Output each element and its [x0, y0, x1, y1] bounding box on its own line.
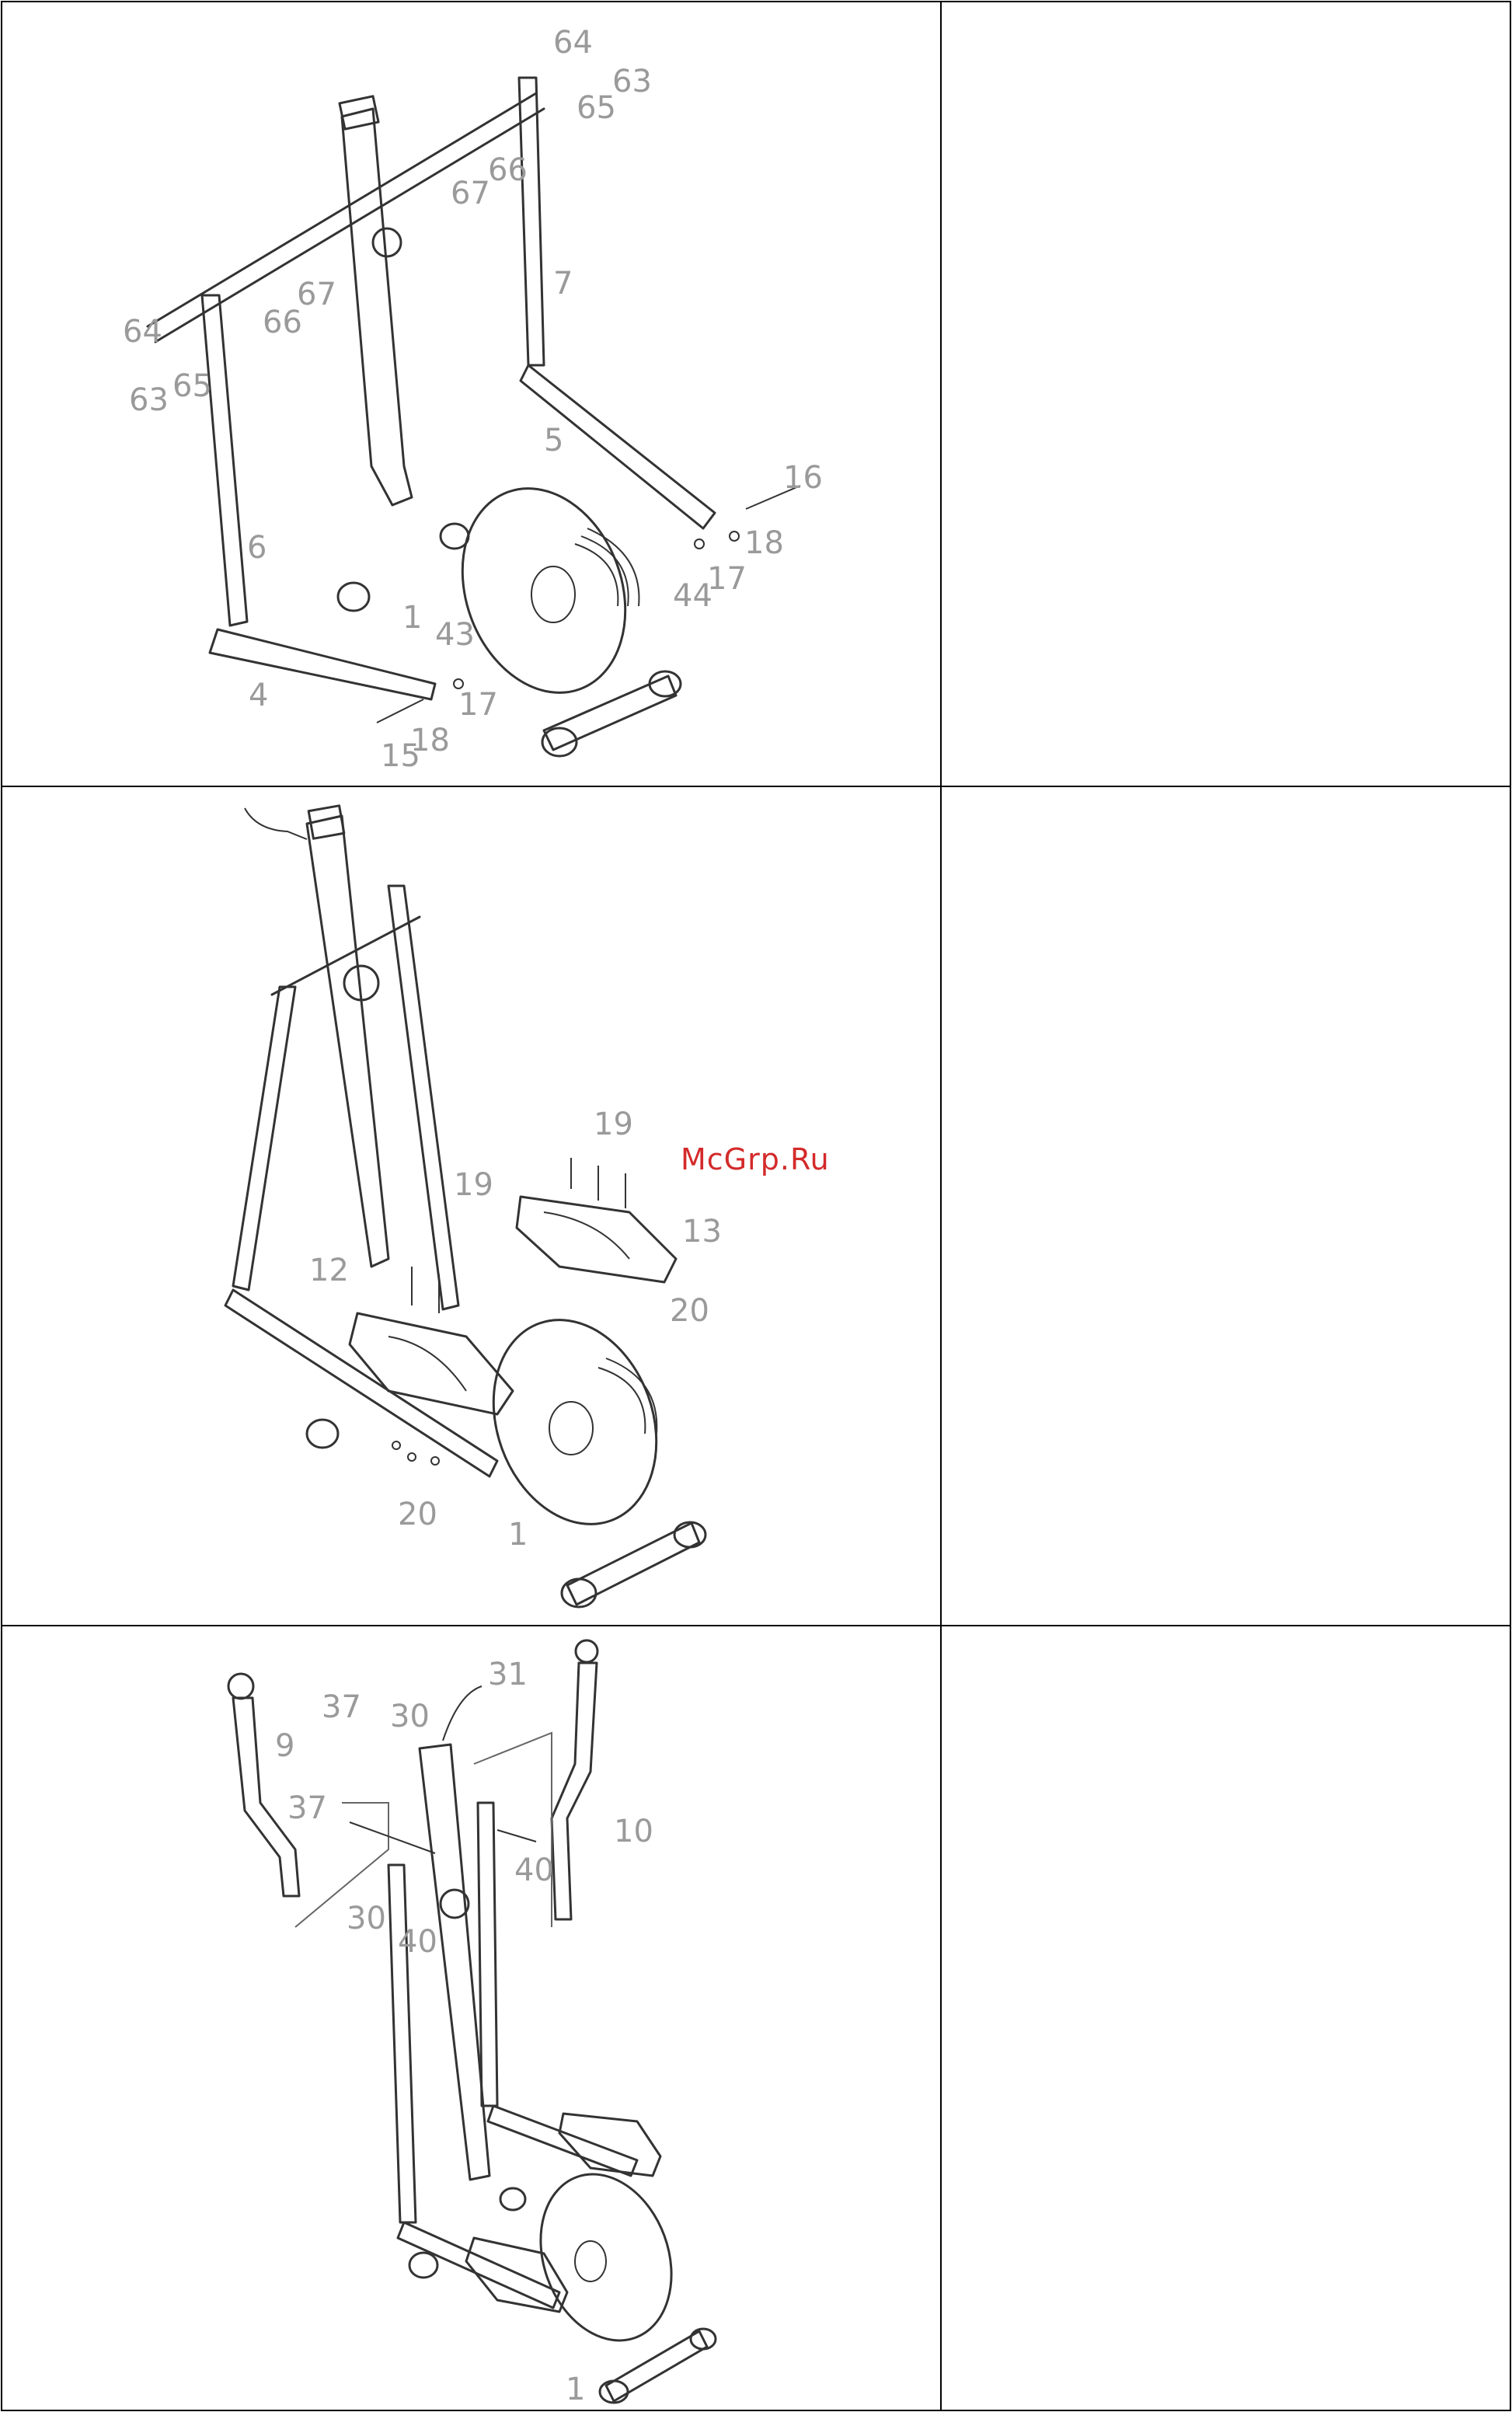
callout-label: 9 — [275, 1728, 294, 1764]
callout-label: 4 — [249, 678, 268, 713]
step-2-diagram — [225, 806, 705, 1607]
callout-label: 16 — [783, 460, 823, 496]
callout-label: 40 — [514, 1853, 554, 1888]
callout-label: 37 — [287, 1790, 327, 1826]
callout-label: 6 — [247, 530, 267, 566]
callout-label: 7 — [553, 266, 573, 302]
callout-label: 65 — [577, 90, 616, 126]
callout-label: 30 — [347, 1901, 386, 1936]
callout-label: 12 — [309, 1253, 349, 1288]
callout-label: 30 — [390, 1699, 430, 1734]
callout-label: 63 — [612, 64, 652, 99]
callout-label: 17 — [707, 561, 747, 597]
callout-label: 1 — [508, 1517, 528, 1553]
callout-label: 15 — [381, 738, 420, 774]
callout-label: 1 — [402, 600, 422, 636]
callout-label: 40 — [398, 1924, 437, 1960]
callout-label: 64 — [553, 25, 593, 61]
callout-label: 66 — [488, 152, 528, 188]
callout-label: 13 — [682, 1214, 722, 1250]
callout-label: 20 — [398, 1497, 437, 1532]
watermark: McGrp.Ru — [681, 1142, 859, 1189]
callout-label: 20 — [670, 1293, 709, 1329]
callout-label: 19 — [594, 1107, 633, 1142]
step-3-callouts: 31 37 30 9 10 37 40 30 40 1 — [275, 1657, 653, 2407]
callout-label: 5 — [544, 423, 563, 458]
callout-label: 44 — [673, 578, 712, 614]
callout-label: 65 — [172, 368, 212, 404]
step-2-callouts: 19 13 19 12 20 20 1 — [309, 1107, 722, 1553]
callout-label: 17 — [458, 687, 498, 723]
callout-label: 10 — [614, 1814, 653, 1849]
step-3-diagram — [228, 1640, 716, 2403]
callout-label: 19 — [454, 1167, 493, 1203]
callout-label: 64 — [123, 314, 162, 350]
callout-label: 67 — [297, 277, 336, 312]
callout-label: 1 — [566, 2372, 585, 2407]
callout-label: 18 — [744, 525, 784, 561]
callout-label: 43 — [435, 617, 475, 653]
callout-label: 31 — [488, 1657, 528, 1692]
callout-label: 63 — [129, 382, 169, 418]
callout-label: 67 — [451, 176, 490, 211]
callout-label: 37 — [322, 1689, 361, 1725]
